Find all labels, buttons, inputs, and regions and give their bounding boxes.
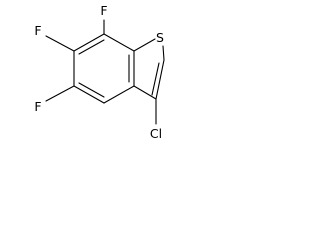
bond-s-c2: [162, 45, 165, 61]
bond-c3-c3a: [133, 85, 157, 100]
atom-label-s: S: [156, 30, 164, 45]
atom-label-cl: Cl: [150, 126, 162, 141]
atom-label-f-top: F: [100, 3, 107, 18]
bond-c6-f: [45, 35, 75, 52]
atom-label-f-mid: F: [34, 23, 41, 38]
bond-c5-f: [45, 85, 75, 102]
bond-c6-c7-inner: [78, 39, 105, 55]
atom-label-f-low: F: [34, 99, 41, 114]
bond-c6-c7: [73, 33, 105, 52]
bond-c3a-c4: [103, 85, 135, 104]
bond-c7a-s: [133, 38, 156, 52]
bond-c7-c7a: [103, 33, 135, 52]
bond-c2-c3-inner: [151, 62, 160, 96]
bond-c2-c3: [155, 59, 165, 100]
bond-c4-c5: [73, 85, 105, 104]
bond-c4-c5-inner: [78, 82, 105, 98]
structure-diagram: F F F S Cl: [34, 3, 165, 141]
